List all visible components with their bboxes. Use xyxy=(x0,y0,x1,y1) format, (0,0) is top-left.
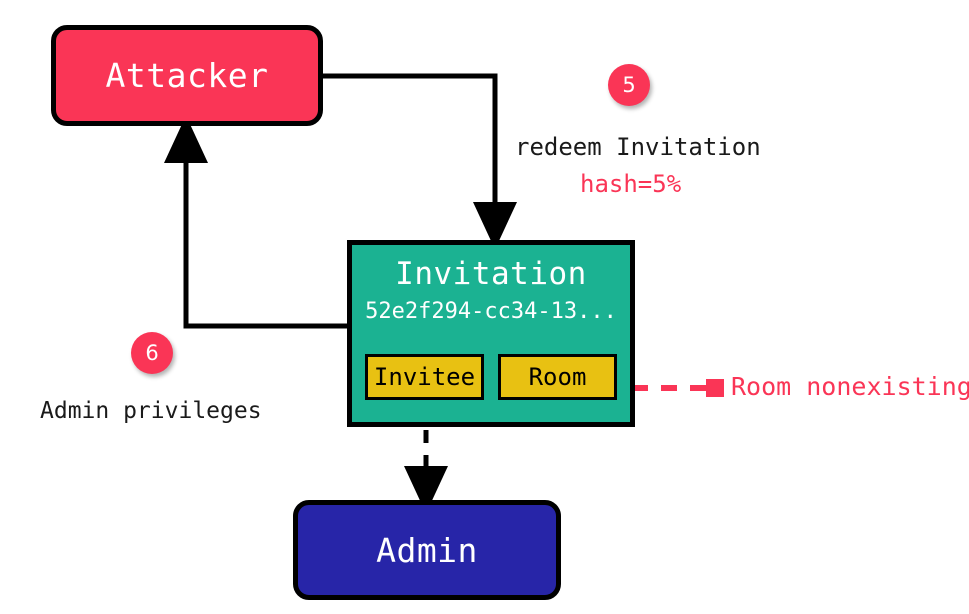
node-invitation-fields: Invitee Room xyxy=(365,354,617,400)
edge-label-admin-privileges: Admin privileges xyxy=(40,398,262,424)
room-nonexisting-marker xyxy=(706,379,724,397)
node-invitation-title: Invitation xyxy=(395,256,587,292)
edge-room-nonexisting xyxy=(632,379,724,397)
node-invitation[interactable]: Invitation 52e2f294-cc34-13... Invitee R… xyxy=(347,240,635,427)
node-admin[interactable]: Admin xyxy=(293,500,561,600)
edge-label-redeem-hash: hash=5% xyxy=(580,170,682,198)
node-attacker[interactable]: Attacker xyxy=(51,25,323,126)
edge-invitation-to-attacker xyxy=(164,115,347,329)
edge-label-redeem-invitation: redeem Invitation xyxy=(515,133,761,161)
field-room[interactable]: Room xyxy=(498,354,617,400)
field-invitee[interactable]: Invitee xyxy=(365,354,484,400)
node-invitation-uuid: 52e2f294-cc34-13... xyxy=(365,299,617,324)
annotation-room-nonexisting: Room nonexisting xyxy=(731,372,969,401)
node-attacker-label: Attacker xyxy=(105,56,269,95)
step-badge-6: 6 xyxy=(131,332,173,374)
node-admin-label: Admin xyxy=(376,530,478,570)
step-badge-5: 5 xyxy=(608,64,650,106)
edge-attacker-to-invitation xyxy=(323,73,517,250)
